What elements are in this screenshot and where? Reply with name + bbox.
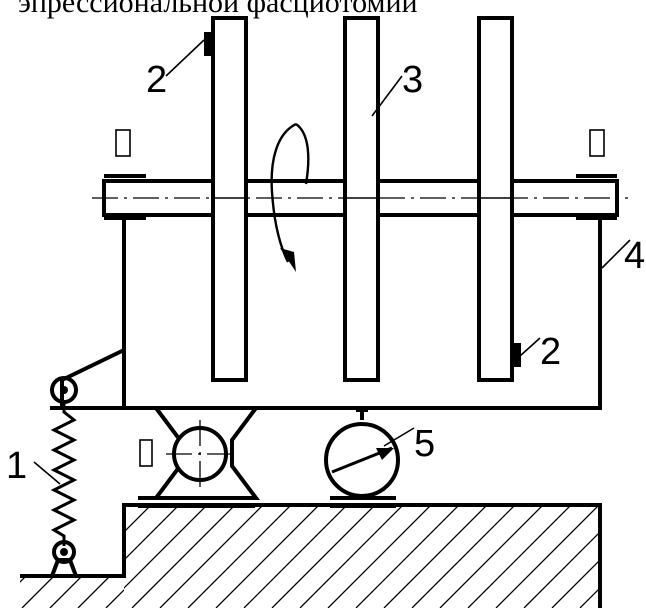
hatch-line [467, 505, 572, 608]
hatch-line [49, 576, 83, 608]
hatch-line [636, 498, 646, 608]
weight-top [204, 32, 213, 56]
spring-assembly [50, 376, 78, 577]
hatch-line [383, 505, 488, 608]
hatch-line [271, 505, 376, 608]
rotor-disc-2 [343, 16, 380, 382]
hatch-line [124, 505, 152, 533]
hatch-line [124, 505, 208, 589]
label-2-top: 2 [146, 59, 167, 101]
hatch-line [0, 498, 48, 608]
rotor-disc-3 [477, 16, 514, 382]
hatch-line [187, 505, 292, 608]
label-3: 3 [402, 59, 423, 101]
hatch-line [551, 559, 600, 608]
hatch-line [439, 505, 544, 608]
label-1: 1 [6, 445, 27, 487]
hatch-line [131, 505, 236, 608]
motor [138, 406, 260, 508]
hatch-line [299, 505, 404, 608]
hatch-line [159, 505, 264, 608]
caption-text: эпрессиональной фасциотомии [18, 0, 418, 19]
rotor-discs [211, 16, 514, 382]
hatch-line [355, 505, 460, 608]
hatch-line [243, 505, 348, 608]
hatch-line [21, 576, 55, 608]
hatch-line [0, 498, 20, 608]
dial-indicator [324, 408, 400, 508]
rotation-arrow-icon [270, 122, 310, 272]
rotor-disc-1 [211, 16, 248, 382]
weight-bottom [512, 343, 521, 367]
leader-lines [33, 39, 631, 485]
label-2-bottom: 2 [540, 331, 561, 373]
hatch-line [608, 498, 646, 608]
labels: 2 3 4 2 5 1 [6, 59, 645, 487]
hatch-line [77, 576, 111, 608]
hatch-line [215, 505, 320, 608]
correction-weights [204, 32, 521, 367]
hatch-line [327, 505, 432, 608]
label-5: 5 [414, 423, 435, 465]
hatch-line [411, 505, 516, 608]
hatch-line [523, 531, 600, 608]
hatch-line [495, 505, 600, 608]
housing [50, 220, 602, 410]
hatch-line [20, 576, 27, 583]
label-4: 4 [624, 235, 645, 277]
hatch-line [124, 505, 180, 561]
ground [0, 498, 646, 608]
hatch-line [134, 498, 244, 608]
